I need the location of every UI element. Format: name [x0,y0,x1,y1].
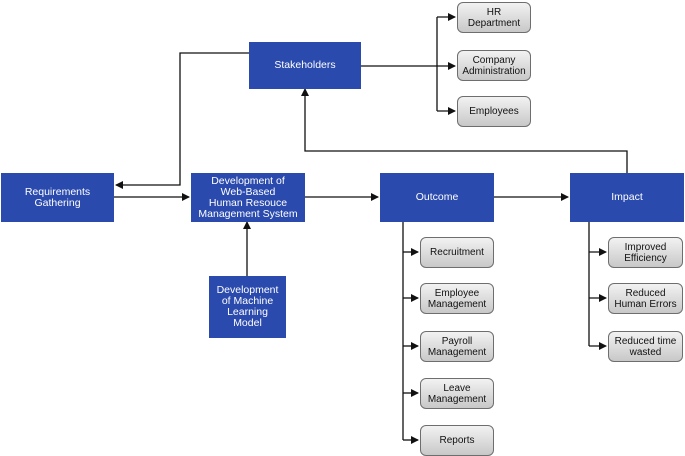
hrms-development-box: Development of Web-Based Human Resouce M… [191,173,305,222]
employees-box: Employees [457,96,531,127]
outcome-box: Outcome [380,173,494,222]
hr-department-box: HR Department [457,2,531,33]
requirements-gathering-box: Requirements Gathering [1,173,114,222]
reduced-time-wasted-box: Reduced time wasted [608,331,683,362]
ml-model-box: Development of Machine Learning Model [209,276,286,338]
employee-management-box: Employee Management [420,283,494,314]
leave-management-box: Leave Management [420,378,494,409]
impact-box: Impact [570,173,684,222]
recruitment-box: Recruitment [420,237,494,268]
company-administration-box: Company Administration [457,50,531,81]
improved-efficiency-box: Improved Efficiency [608,237,683,268]
stakeholders-box: Stakeholders [249,42,361,89]
reduced-human-errors-box: Reduced Human Errors [608,283,683,314]
impact-to-stakeholders-arrow [301,88,628,173]
reports-box: Reports [420,425,494,456]
stakeholders-to-requirements-arrow [115,52,249,189]
payroll-management-box: Payroll Management [420,331,494,362]
